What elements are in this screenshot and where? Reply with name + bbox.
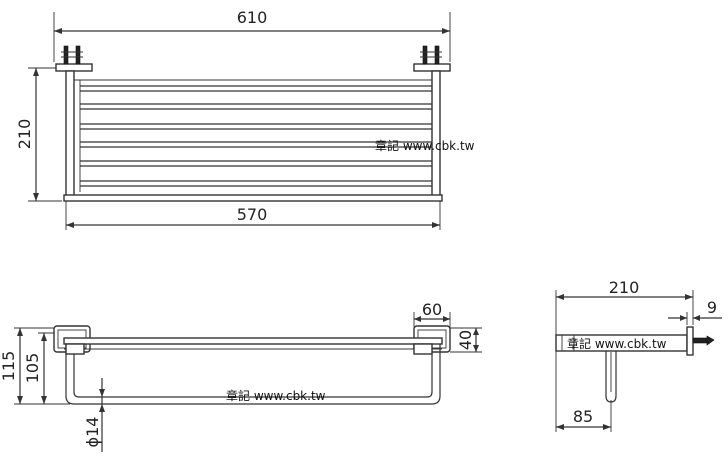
dim-85-label: 85 — [573, 407, 593, 426]
dim-210-vertical: 210 — [15, 67, 62, 202]
top-view: 115 105 — [0, 300, 482, 452]
shelf-rails — [74, 79, 432, 192]
dim-9: 9 — [668, 298, 722, 325]
left-mount-block — [65, 343, 85, 355]
left-wall-plate — [55, 45, 93, 72]
dim-phi14-label: ϕ14 — [83, 417, 102, 448]
front-watermark: 章記 www.cbk.tw — [375, 138, 475, 153]
right-wall-plate — [413, 45, 451, 72]
side-bolt — [692, 335, 715, 346]
side-watermark: 章記 www.cbk.tw — [567, 336, 667, 351]
left-support — [65, 70, 75, 200]
dim-60-label: 60 — [422, 300, 442, 319]
dim-210-horizontal: 210 — [555, 278, 694, 432]
side-wall-plate — [686, 326, 694, 356]
dim-105-label: 105 — [23, 353, 42, 384]
dim-40-label: 40 — [456, 330, 475, 350]
shelf-top-rail — [63, 337, 443, 345]
left-bolt-2 — [75, 45, 81, 65]
right-bolt-2 — [434, 45, 440, 65]
dim-570-label: 570 — [237, 205, 268, 224]
front-view: 610 210 — [15, 8, 475, 230]
bottom-bar — [63, 194, 443, 202]
left-bolt-1 — [63, 45, 69, 65]
top-watermark: 章記 www.cbk.tw — [226, 388, 326, 403]
dim-210-horizontal-label: 210 — [609, 278, 640, 297]
dim-570: 570 — [65, 201, 441, 230]
dim-phi14: ϕ14 — [83, 378, 105, 452]
dim-115-label: 115 — [0, 351, 18, 382]
right-bolt-1 — [422, 45, 428, 65]
towel-bar-inner — [73, 350, 433, 398]
dim-9-label: 9 — [707, 298, 717, 317]
dim-60: 60 — [413, 300, 451, 330]
dim-105: 105 — [23, 332, 60, 404]
dim-115: 115 — [0, 327, 70, 405]
dim-610-label: 610 — [237, 8, 268, 27]
towel-bar-outer — [65, 344, 441, 405]
side-view: 210 9 85 章 — [555, 278, 722, 432]
dim-40: 40 — [450, 327, 482, 353]
right-mount-block — [413, 343, 433, 355]
dim-210-vertical-label: 210 — [15, 119, 34, 150]
right-support — [431, 70, 441, 200]
dim-610: 610 — [53, 8, 451, 62]
dim-85: 85 — [556, 407, 611, 430]
